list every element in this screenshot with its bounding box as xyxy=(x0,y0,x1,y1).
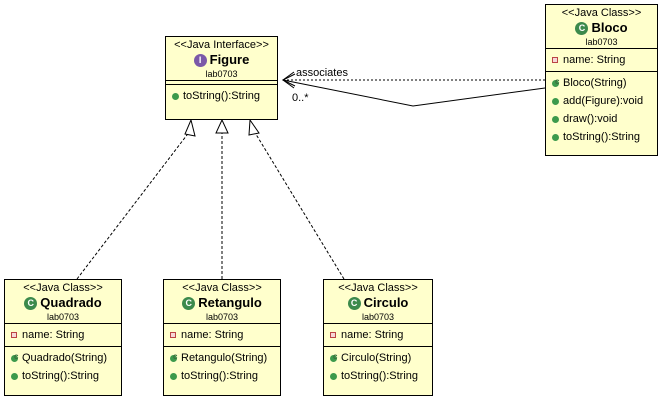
constructor-row: Circulo(String) xyxy=(330,348,432,367)
retangulo-name: Retangulo xyxy=(198,295,262,310)
circulo-package: lab0703 xyxy=(361,312,395,322)
realization-circulo-arrowhead xyxy=(248,118,260,136)
bloco-stereotype: <<Java Class>> xyxy=(561,7,642,19)
bloco-class-box[interactable]: <<Java Class>> C Bloco lab0703 name: Str… xyxy=(545,4,658,156)
constructor-icon xyxy=(11,348,18,366)
constructor-icon xyxy=(552,73,559,91)
circulo-fields-section: name: String xyxy=(324,323,432,346)
field-row: name: String xyxy=(552,51,657,69)
retangulo-stereotype: <<Java Class>> xyxy=(182,282,262,294)
public-method-icon xyxy=(330,372,337,380)
figure-stereotype: <<Java Interface>> xyxy=(174,39,269,51)
public-method-icon xyxy=(552,133,559,141)
constructor-icon xyxy=(170,348,177,366)
method-row: add(Figure):void xyxy=(552,92,657,110)
bloco-methods-section: Bloco(String) add(Figure):void draw():vo… xyxy=(546,71,657,148)
realization-circulo-line xyxy=(253,130,345,280)
association-arrowhead xyxy=(282,71,295,89)
circulo-stereotype: <<Java Class>> xyxy=(338,282,418,294)
public-method-icon xyxy=(552,115,559,123)
figure-fields-section xyxy=(166,80,277,84)
public-method-icon xyxy=(11,372,18,380)
quadrado-fields-section: name: String xyxy=(5,323,121,346)
figure-methods-section: toString():String xyxy=(166,84,277,107)
realization-quadrado-arrowhead xyxy=(184,118,196,137)
circulo-methods-section: Circulo(String) toString():String xyxy=(324,346,432,387)
public-method-icon xyxy=(172,92,179,100)
bloco-fields-section: name: String xyxy=(546,48,657,71)
association-line xyxy=(282,79,546,107)
private-field-icon xyxy=(330,332,336,338)
method-row: toString():String xyxy=(552,128,657,146)
public-method-icon xyxy=(170,372,177,380)
class-icon: C xyxy=(575,21,589,35)
public-method-icon xyxy=(552,97,559,105)
method-row: draw():void xyxy=(552,110,657,128)
field-row: name: String xyxy=(170,326,280,344)
association-label: associates xyxy=(296,67,348,79)
quadrado-package: lab0703 xyxy=(46,312,80,322)
constructor-row: Bloco(String) xyxy=(552,73,657,92)
field-row: name: String xyxy=(330,326,432,344)
retangulo-fields-section: name: String xyxy=(164,323,280,346)
class-icon: C xyxy=(347,296,361,310)
method-row: toString():String xyxy=(11,367,121,385)
constructor-row: Quadrado(String) xyxy=(11,348,121,367)
private-field-icon xyxy=(11,332,17,338)
method-row: toString():String xyxy=(330,367,432,385)
private-field-icon xyxy=(170,332,176,338)
constructor-row: Retangulo(String) xyxy=(170,348,280,367)
realization-retangulo-arrowhead xyxy=(215,118,229,134)
retangulo-package: lab0703 xyxy=(205,312,239,322)
realization-quadrado-line xyxy=(76,130,191,280)
circulo-class-box[interactable]: <<Java Class>> C Circulo lab0703 name: S… xyxy=(323,279,433,396)
method-row: toString():String xyxy=(172,87,277,105)
retangulo-methods-section: Retangulo(String) toString():String xyxy=(164,346,280,387)
figure-package: lab0703 xyxy=(205,69,238,79)
method-row: toString():String xyxy=(170,367,280,385)
class-icon: C xyxy=(24,296,38,310)
constructor-icon xyxy=(330,348,337,366)
figure-name: Figure xyxy=(209,52,250,67)
bloco-package: lab0703 xyxy=(585,37,618,47)
retangulo-class-box[interactable]: <<Java Class>> C Retangulo lab0703 name:… xyxy=(163,279,281,396)
association-multiplicity: 0..* xyxy=(292,92,309,104)
bloco-name: Bloco xyxy=(591,20,628,35)
quadrado-class-box[interactable]: <<Java Class>> C Quadrado lab0703 name: … xyxy=(4,279,122,396)
class-icon: C xyxy=(182,296,196,310)
private-field-icon xyxy=(552,57,558,63)
quadrado-name: Quadrado xyxy=(40,295,102,310)
interface-icon: I xyxy=(193,53,207,67)
circulo-name: Circulo xyxy=(363,295,409,310)
quadrado-stereotype: <<Java Class>> xyxy=(23,282,103,294)
figure-interface-box[interactable]: <<Java Interface>> I Figure lab0703 toSt… xyxy=(165,36,278,120)
quadrado-methods-section: Quadrado(String) toString():String xyxy=(5,346,121,387)
field-row: name: String xyxy=(11,326,121,344)
